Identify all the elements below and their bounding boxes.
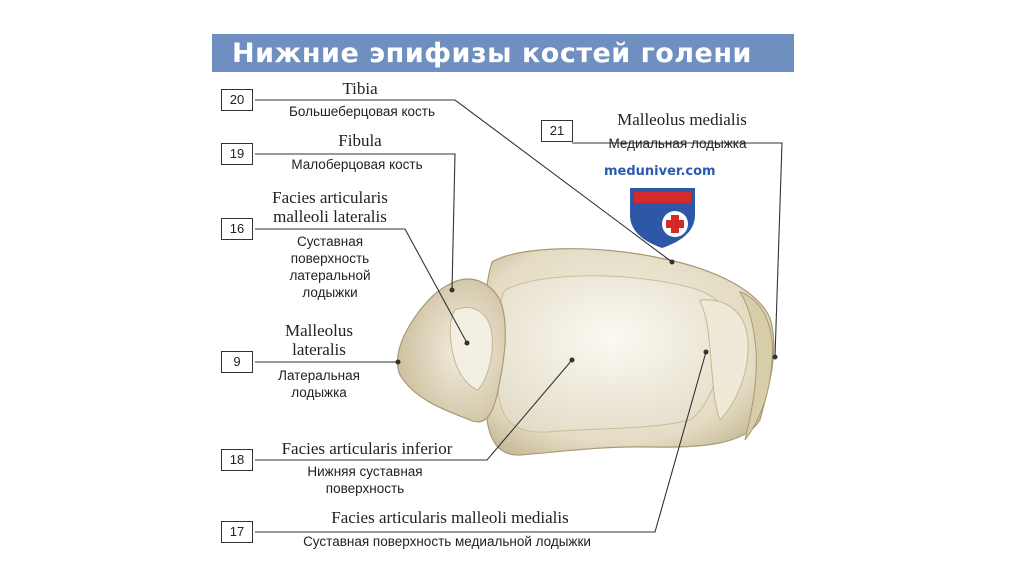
label-number-21: 21 <box>541 120 573 142</box>
label-russian-facies-art-inf-2: поверхность <box>280 480 450 497</box>
medical-shield-icon <box>630 188 695 248</box>
label-russian-malleolus-lateralis-1: Латеральная <box>260 367 378 384</box>
label-latin-facies-art-mall-med: Facies articularis malleoli medialis <box>300 508 600 527</box>
label-latin-malleolus-lateralis-1: Malleolus <box>260 321 378 340</box>
label-number-17: 17 <box>221 521 253 543</box>
label-latin-tibia: Tibia <box>300 79 420 98</box>
label-number-18: 18 <box>221 449 253 471</box>
label-number-16: 16 <box>221 218 253 240</box>
label-russian-facies-art-mall-lat-4: лодыжки <box>260 284 400 301</box>
label-russian-facies-art-inf-1: Нижняя суставная <box>280 463 450 480</box>
label-latin-facies-art-inf: Facies articularis inferior <box>262 439 472 458</box>
label-latin-fibula: Fibula <box>300 131 420 150</box>
label-russian-malleolus-medialis: Медиальная лодыжка <box>580 135 775 152</box>
label-latin-facies-art-mall-lat-2: malleoli lateralis <box>260 207 400 226</box>
label-russian-facies-art-mall-lat-2: поверхность <box>260 250 400 267</box>
label-number-9: 9 <box>221 351 253 373</box>
label-russian-facies-art-mall-lat-3: латеральной <box>260 267 400 284</box>
watermark-text: meduniver.com <box>604 164 716 179</box>
inferior-articular-surface <box>497 276 727 432</box>
label-latin-facies-art-mall-lat-1: Facies articularis <box>260 188 400 207</box>
label-latin-malleolus-medialis: Malleolus medialis <box>592 110 772 129</box>
label-russian-facies-art-mall-lat-1: Суставная <box>260 233 400 250</box>
label-russian-malleolus-lateralis-2: лодыжка <box>260 384 378 401</box>
label-number-20: 20 <box>221 89 253 111</box>
label-russian-fibula: Малоберцовая кость <box>262 156 452 173</box>
label-russian-tibia: Большеберцовая кость <box>262 103 462 120</box>
label-number-19: 19 <box>221 143 253 165</box>
label-latin-malleolus-lateralis-2: lateralis <box>260 340 378 359</box>
label-russian-facies-art-mall-med: Суставная поверхность медиальной лодыжки <box>262 533 632 550</box>
